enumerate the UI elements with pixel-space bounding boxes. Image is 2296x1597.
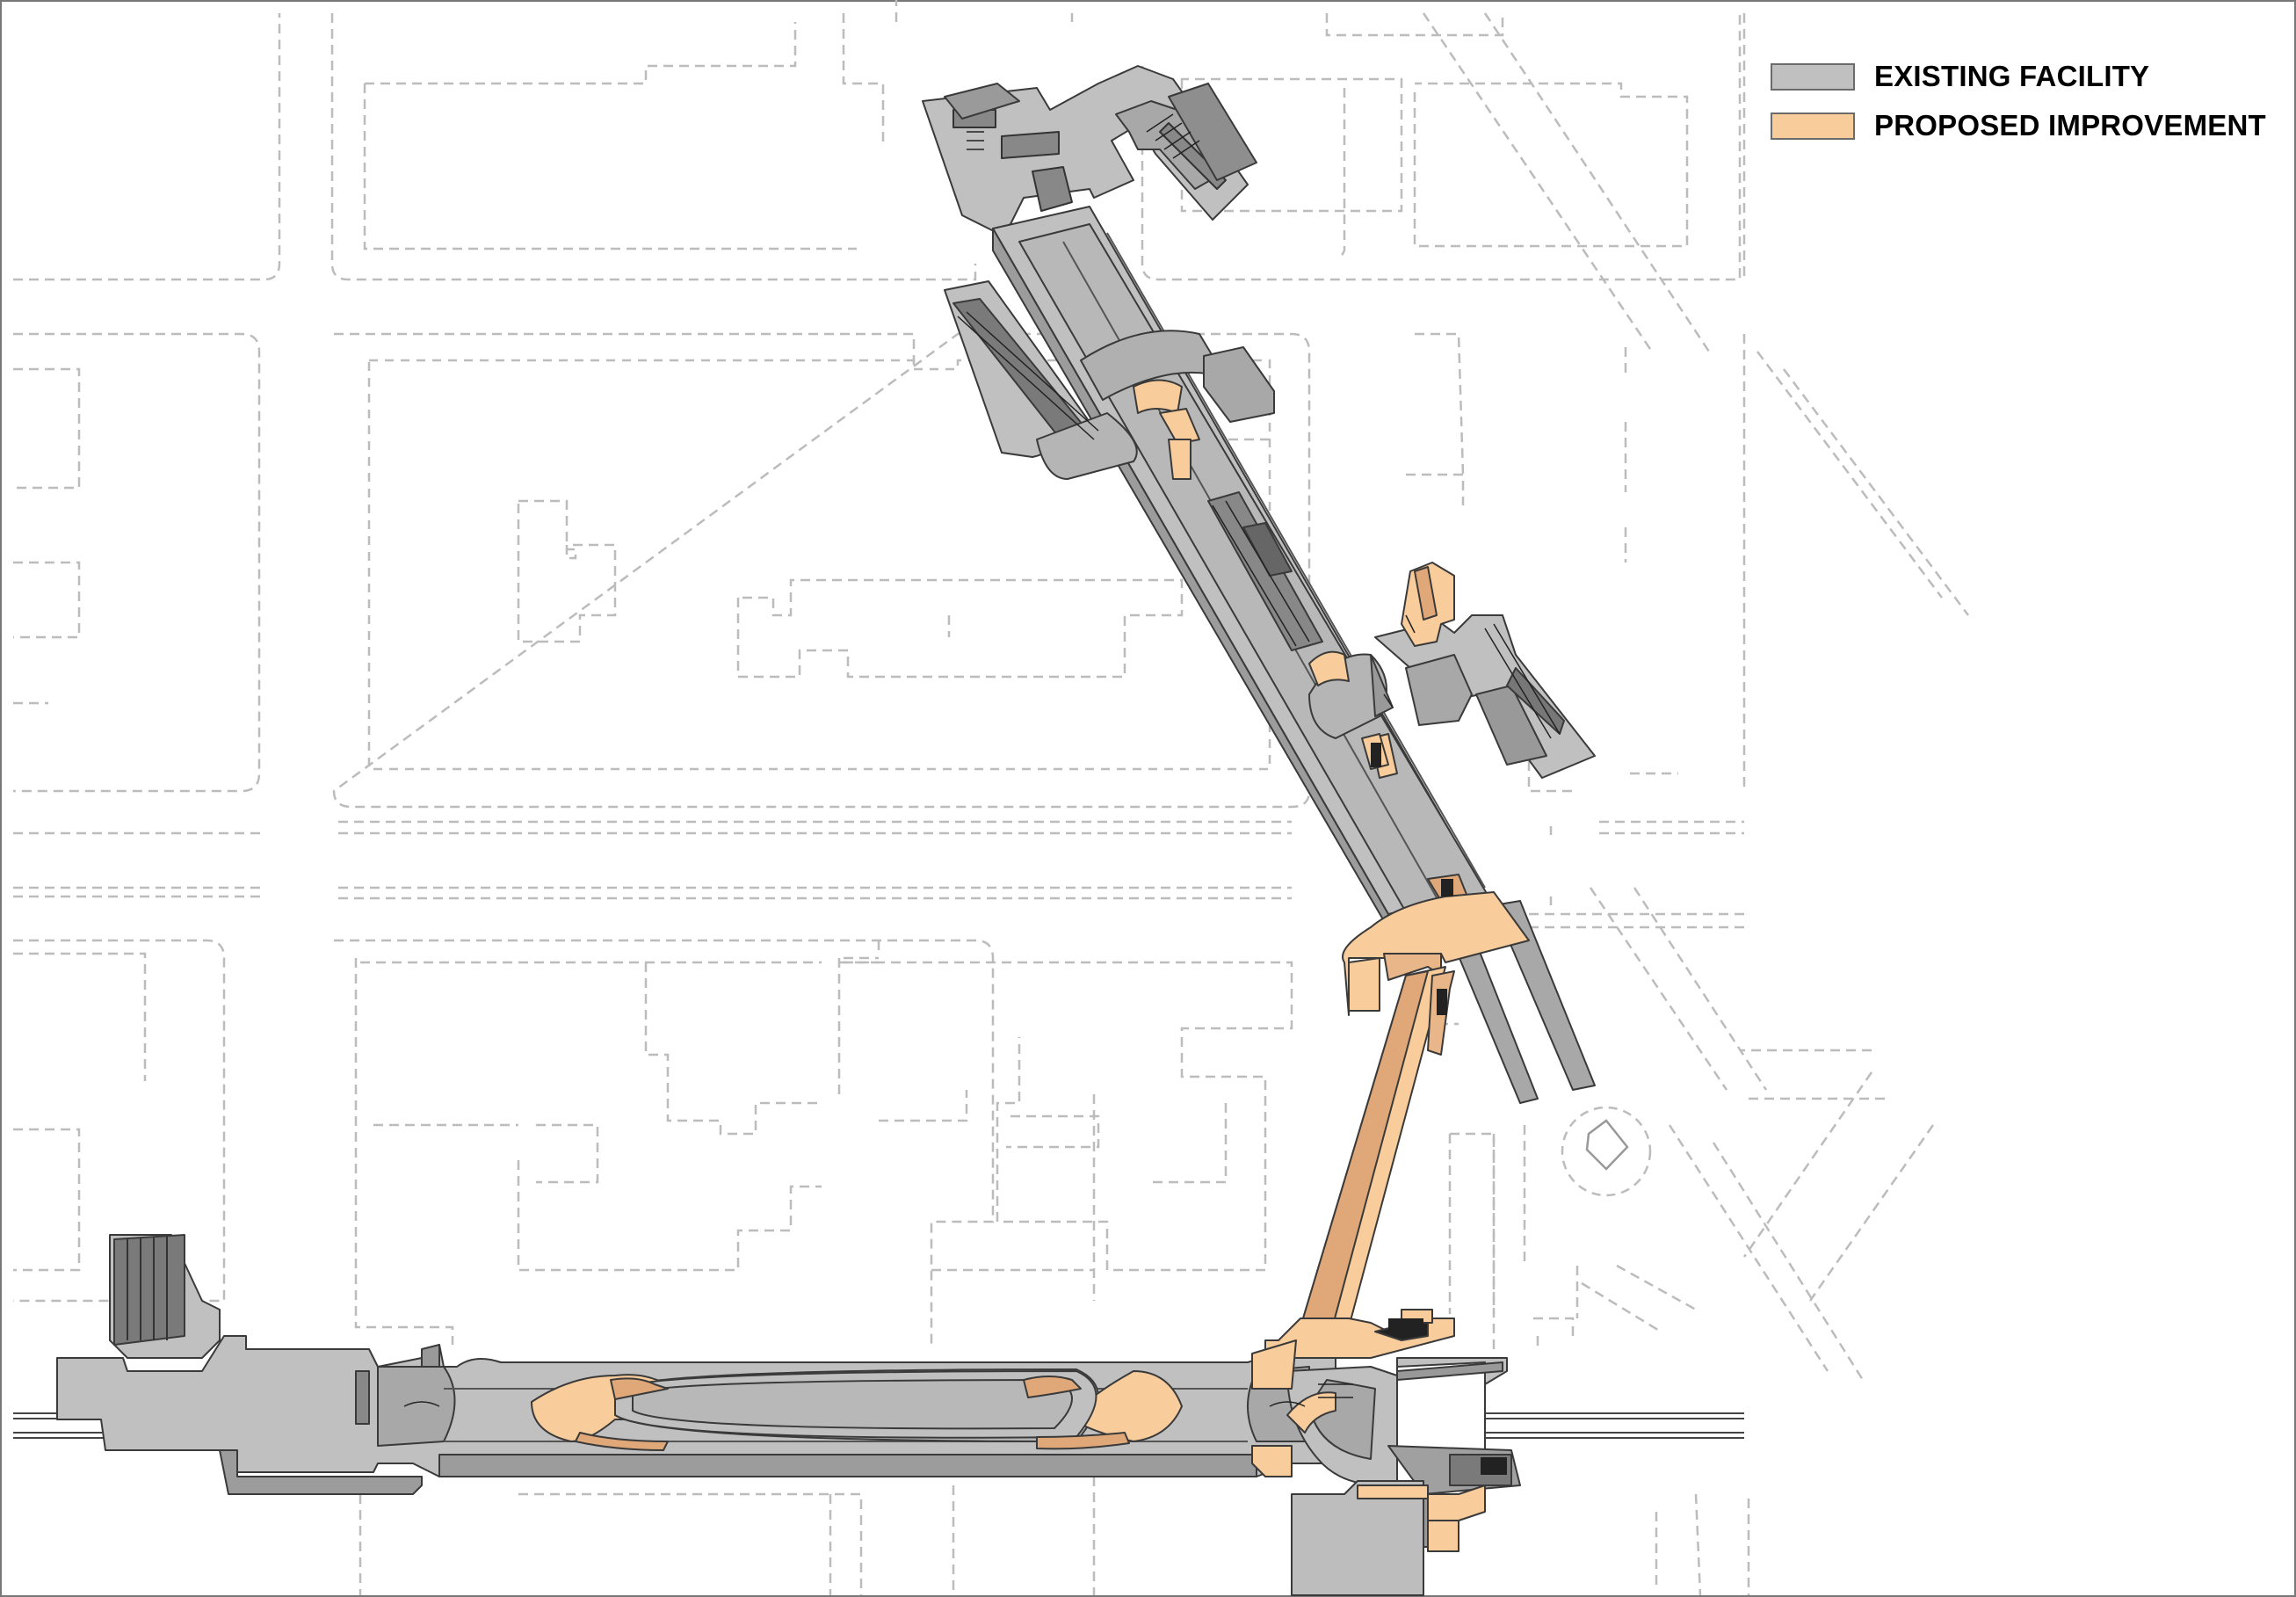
escalator-details: [403, 113, 1561, 1407]
legend-existing: EXISTING FACILITY: [1771, 60, 2149, 93]
legend-proposed: PROPOSED IMPROVEMENT: [1771, 109, 2266, 142]
city-blocks: [13, 0, 1969, 1596]
legend-proposed-swatch: [1771, 112, 1855, 140]
stair-accents: [1371, 743, 1507, 1475]
roundabout: [1561, 1106, 1652, 1197]
proposed-improvement: [531, 379, 1530, 1552]
legend-proposed-label: PROPOSED IMPROVEMENT: [1874, 109, 2266, 142]
legend-existing-swatch: [1771, 62, 1855, 91]
legend-existing-label: EXISTING FACILITY: [1874, 60, 2150, 92]
